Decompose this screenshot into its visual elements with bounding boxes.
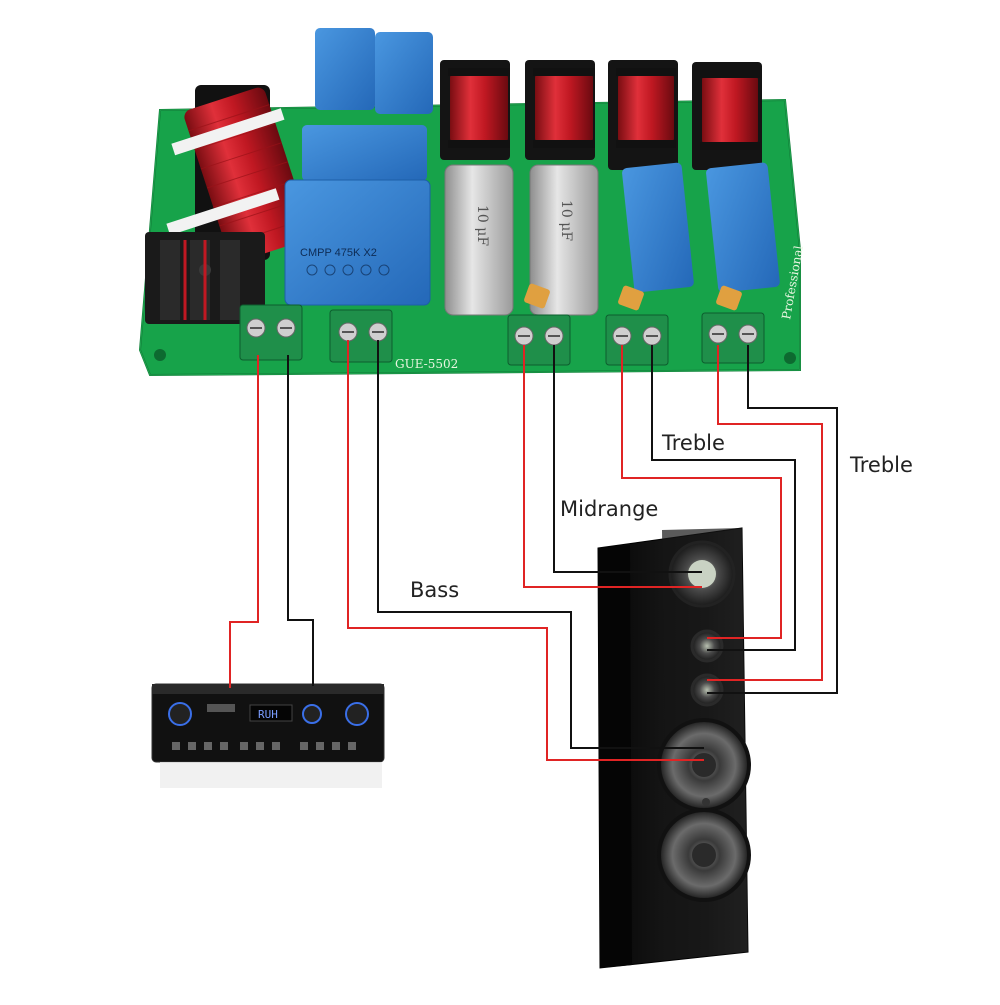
inductor-coil <box>440 60 510 160</box>
terminal-block-input <box>239 304 303 361</box>
speaker-tweeter-1 <box>690 629 724 663</box>
amplifier-badge <box>207 704 235 712</box>
mounting-hole <box>154 349 166 361</box>
amplifier-display-text: RUH <box>258 708 278 721</box>
master-knob <box>345 702 369 726</box>
inductor-coil <box>608 60 678 170</box>
wire-treble-2-positive <box>707 345 823 681</box>
wire-treble-1-positive <box>621 345 782 639</box>
amplifier-reflection <box>160 762 382 788</box>
blue-film-capacitors: CMPP 475K X2 <box>284 28 433 306</box>
volume-knob <box>168 702 192 726</box>
wire-input-positive <box>229 355 259 688</box>
terminal-block-bass <box>329 309 393 363</box>
speaker-port <box>702 798 710 806</box>
wire-treble-2-negative <box>707 345 838 694</box>
capacitor-value-text: 10 μF <box>558 200 574 241</box>
wire-treble-1-negative <box>651 345 796 651</box>
amplifier-display <box>249 704 293 722</box>
wire-input-negative <box>287 355 314 686</box>
terminal-block-treble-1 <box>605 314 669 366</box>
inductor-coil <box>692 62 762 170</box>
tone-knob <box>302 704 322 724</box>
speaker-woofer-2 <box>657 808 751 902</box>
wiring <box>229 340 838 761</box>
wire-bass-positive <box>347 340 704 761</box>
capacitor-value-text: 10 μF <box>474 205 490 246</box>
inductor-coil <box>525 60 595 160</box>
small-inductor-coils <box>440 60 762 170</box>
terminal-block-midrange <box>507 314 571 366</box>
label-treble-2: Treble <box>849 453 913 477</box>
label-treble-1: Treble <box>661 431 725 455</box>
wire-midrange-positive <box>523 345 702 588</box>
wire-bass-negative <box>377 340 704 749</box>
bass-inductor-coil <box>145 85 311 324</box>
label-midrange: Midrange <box>560 497 658 521</box>
speaker-woofer-1 <box>657 718 751 812</box>
amplifier-buttons <box>172 742 356 750</box>
amplifier: RUH <box>151 683 385 788</box>
speaker-midrange-driver <box>668 540 736 608</box>
capacitor-rating-text: CMPP 475K X2 <box>300 247 377 259</box>
label-bass: Bass <box>410 578 459 602</box>
silver-capacitors: 10 μF 10 μF <box>444 164 599 316</box>
mounting-hole <box>784 352 796 364</box>
orange-ceramic-capacitors <box>524 283 742 311</box>
speaker-tweeter-2 <box>690 673 724 707</box>
board-model-text: GUE-5502 <box>395 357 458 371</box>
blue-treble-capacitors <box>622 162 780 293</box>
wire-midrange-negative <box>553 345 702 573</box>
terminal-block-treble-2 <box>701 312 765 364</box>
tower-speaker <box>597 527 751 969</box>
